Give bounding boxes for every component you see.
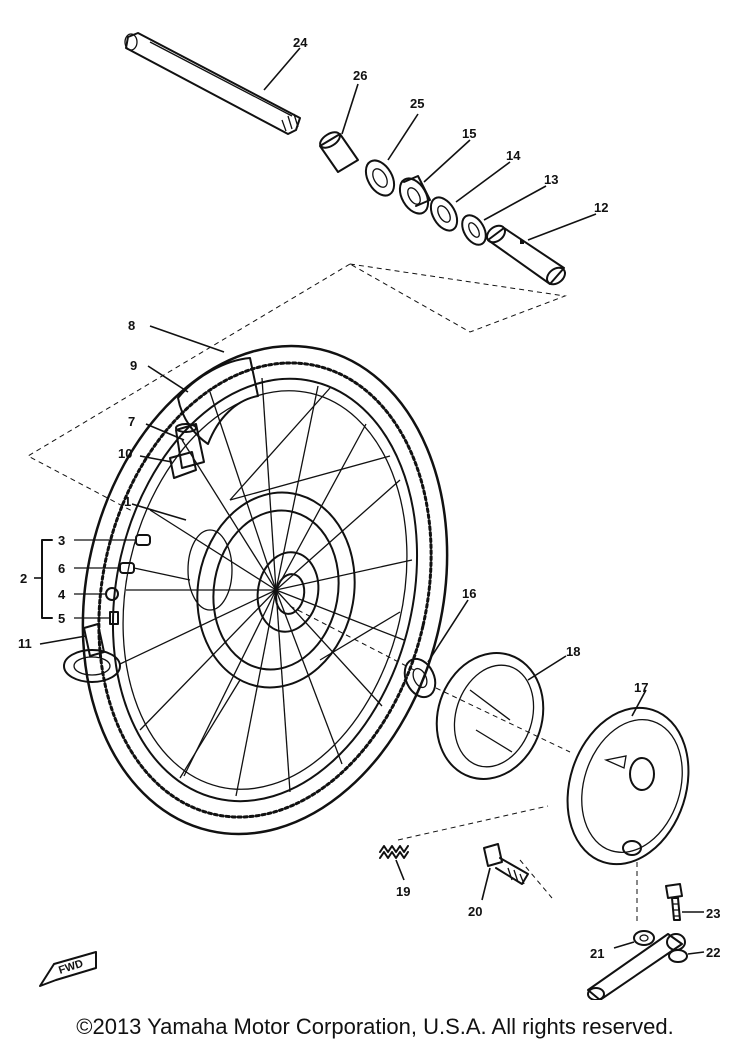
label-19: 19	[396, 884, 410, 899]
wheel	[81, 344, 449, 836]
label-4: 4	[58, 587, 66, 602]
label-20: 20	[468, 904, 482, 919]
label-7: 7	[128, 414, 135, 429]
bolt	[665, 883, 683, 921]
bearing	[398, 175, 431, 215]
label-10: 10	[118, 446, 132, 461]
label-18: 18	[566, 644, 580, 659]
nut	[668, 949, 688, 963]
label-2: 2	[20, 571, 27, 586]
washer	[633, 930, 655, 946]
copyright-notice: ©2013 Yamaha Motor Corporation, U.S.A. A…	[76, 1014, 674, 1039]
label-26: 26	[353, 68, 367, 83]
label-22: 22	[706, 945, 720, 960]
oil-seal-13	[461, 214, 487, 246]
label-14: 14	[506, 148, 521, 163]
label-8: 8	[128, 318, 135, 333]
spacer	[319, 131, 359, 173]
rim-lock	[63, 623, 121, 683]
spoke-set-bracket	[34, 539, 53, 619]
bearing-spacer	[429, 196, 459, 232]
label-6: 6	[58, 561, 65, 576]
assembly-lines	[26, 263, 638, 924]
label-24: 24	[293, 35, 308, 50]
label-23: 23	[706, 906, 720, 921]
label-3: 3	[58, 533, 65, 548]
label-21: 21	[590, 946, 604, 961]
collar	[486, 224, 566, 286]
spokes	[74, 534, 191, 625]
brake-shoe	[435, 652, 545, 780]
label-9: 9	[130, 358, 137, 373]
oil-seal	[364, 159, 396, 197]
valve	[169, 423, 205, 479]
label-12: 12	[594, 200, 608, 215]
label-13: 13	[544, 172, 558, 187]
label-5: 5	[58, 611, 65, 626]
fwd-arrow-icon: FWD	[39, 951, 97, 987]
axle	[124, 32, 301, 135]
camshaft	[483, 843, 529, 885]
spring	[379, 845, 409, 859]
label-1: 1	[124, 494, 131, 509]
label-25: 25	[410, 96, 424, 111]
label-17: 17	[634, 680, 648, 695]
fwd-label: FWD	[57, 958, 85, 977]
label-15: 15	[462, 126, 476, 141]
exploded-parts-diagram: 24 26 25 15 14 13 12	[18, 32, 720, 1000]
label-11: 11	[18, 636, 32, 651]
brake-lever	[587, 933, 686, 1000]
label-16: 16	[462, 586, 476, 601]
brake-plate	[566, 706, 690, 866]
bearing-16	[403, 657, 437, 699]
